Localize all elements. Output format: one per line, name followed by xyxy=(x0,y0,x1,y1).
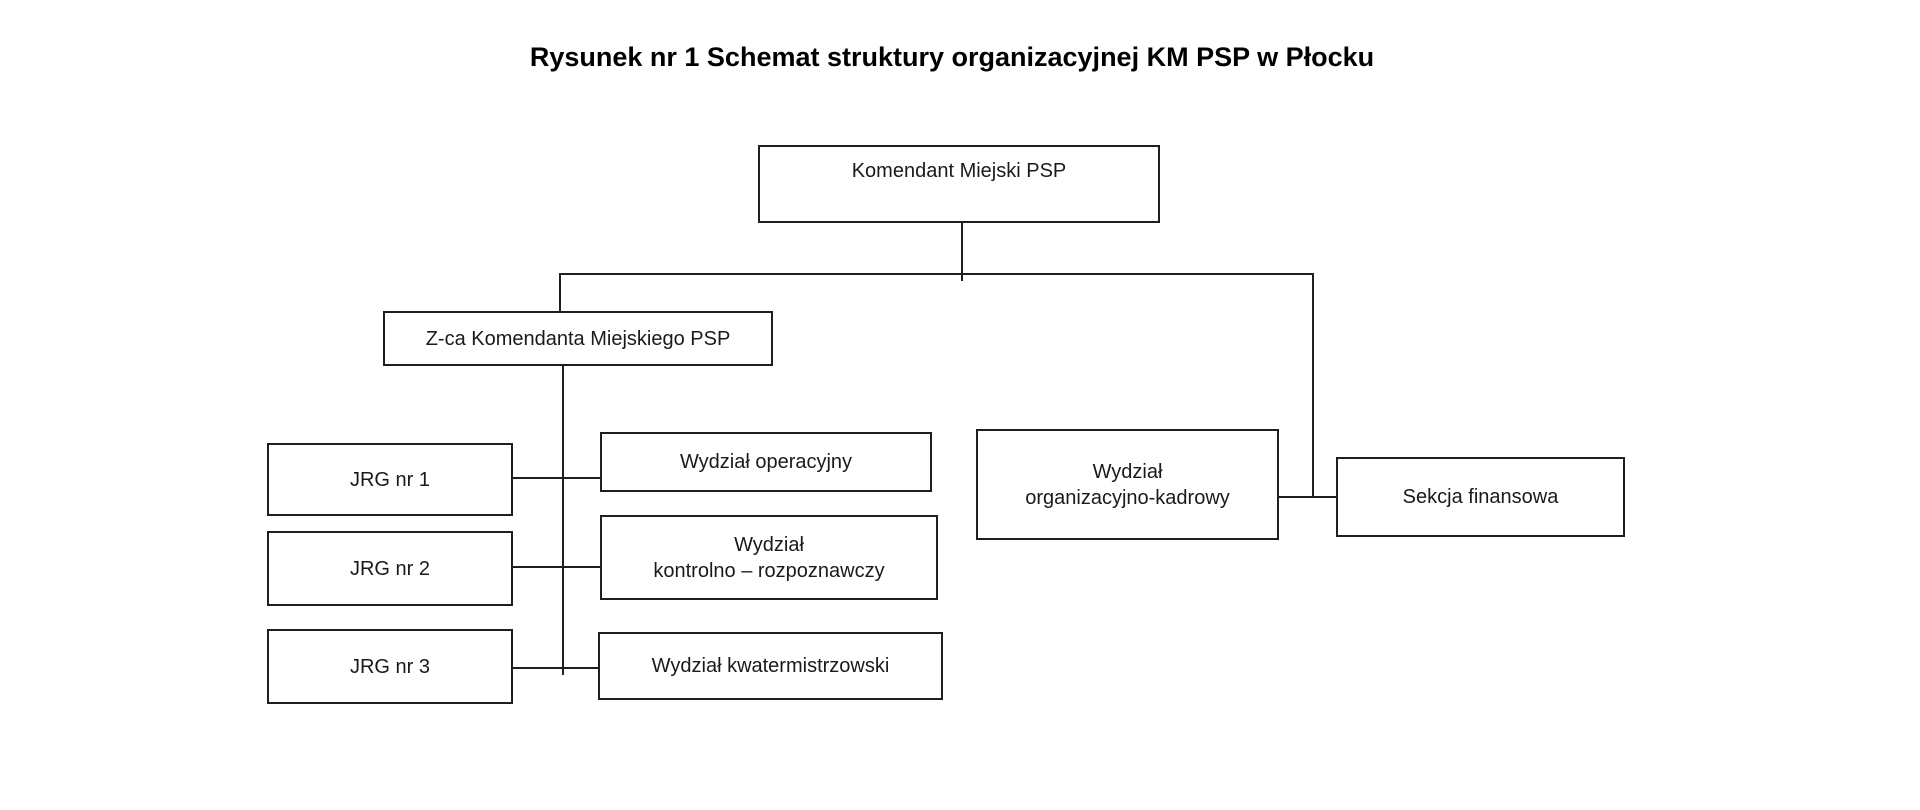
connector-zca-trunk xyxy=(562,364,564,675)
org-node-komendant-miejski-psp: Komendant Miejski PSP xyxy=(758,145,1160,223)
connector-row2 xyxy=(513,566,602,568)
connector-main-to-right-branch xyxy=(1312,273,1314,498)
connector-row1 xyxy=(513,477,602,479)
org-node-label-line2: organizacyjno-kadrowy xyxy=(1025,486,1230,509)
connector-komendant-to-main xyxy=(961,223,963,281)
org-node-jrg-nr-1: JRG nr 1 xyxy=(267,443,513,516)
org-node-wydzial-operacyjny: Wydział operacyjny xyxy=(600,432,932,492)
org-node-label: Z-ca Komendanta Miejskiego PSP xyxy=(425,327,731,350)
connector-orgkadrowy-to-finansowa xyxy=(1279,496,1338,498)
org-node-label-line2: kontrolno – rozpoznawczy xyxy=(653,559,885,582)
org-node-label-line1: Wydział xyxy=(1092,460,1163,483)
chart-title: Rysunek nr 1 Schemat struktury organizac… xyxy=(529,42,1375,72)
org-node-label: Sekcja finansowa xyxy=(1402,486,1559,508)
org-node-wydzial-kontrolno-rozpoznawczy: Wydział kontrolno – rozpoznawczy xyxy=(600,515,938,600)
org-node-label: JRG nr 3 xyxy=(349,655,431,678)
org-node-wydzial-kwatermistrzowski: Wydział kwatermistrzowski xyxy=(598,632,943,700)
connector-main-horizontal xyxy=(559,273,1314,275)
org-node-zca-komendanta: Z-ca Komendanta Miejskiego PSP xyxy=(383,311,773,366)
org-node-label: JRG nr 1 xyxy=(349,468,431,491)
connector-row3 xyxy=(513,667,600,669)
org-node-label: JRG nr 2 xyxy=(349,557,431,580)
org-node-label: Komendant Miejski PSP xyxy=(851,160,1067,182)
org-node-jrg-nr-2: JRG nr 2 xyxy=(267,531,513,606)
org-node-jrg-nr-3: JRG nr 3 xyxy=(267,629,513,704)
org-node-wydzial-organizacyjno-kadrowy: Wydział organizacyjno-kadrowy xyxy=(976,429,1279,540)
org-node-label-line1: Wydział xyxy=(734,533,804,556)
org-node-label: Wydział operacyjny xyxy=(679,451,853,473)
org-node-sekcja-finansowa: Sekcja finansowa xyxy=(1336,457,1625,537)
connector-main-to-zca xyxy=(559,273,561,313)
org-node-label: Wydział kwatermistrzowski xyxy=(651,655,890,677)
